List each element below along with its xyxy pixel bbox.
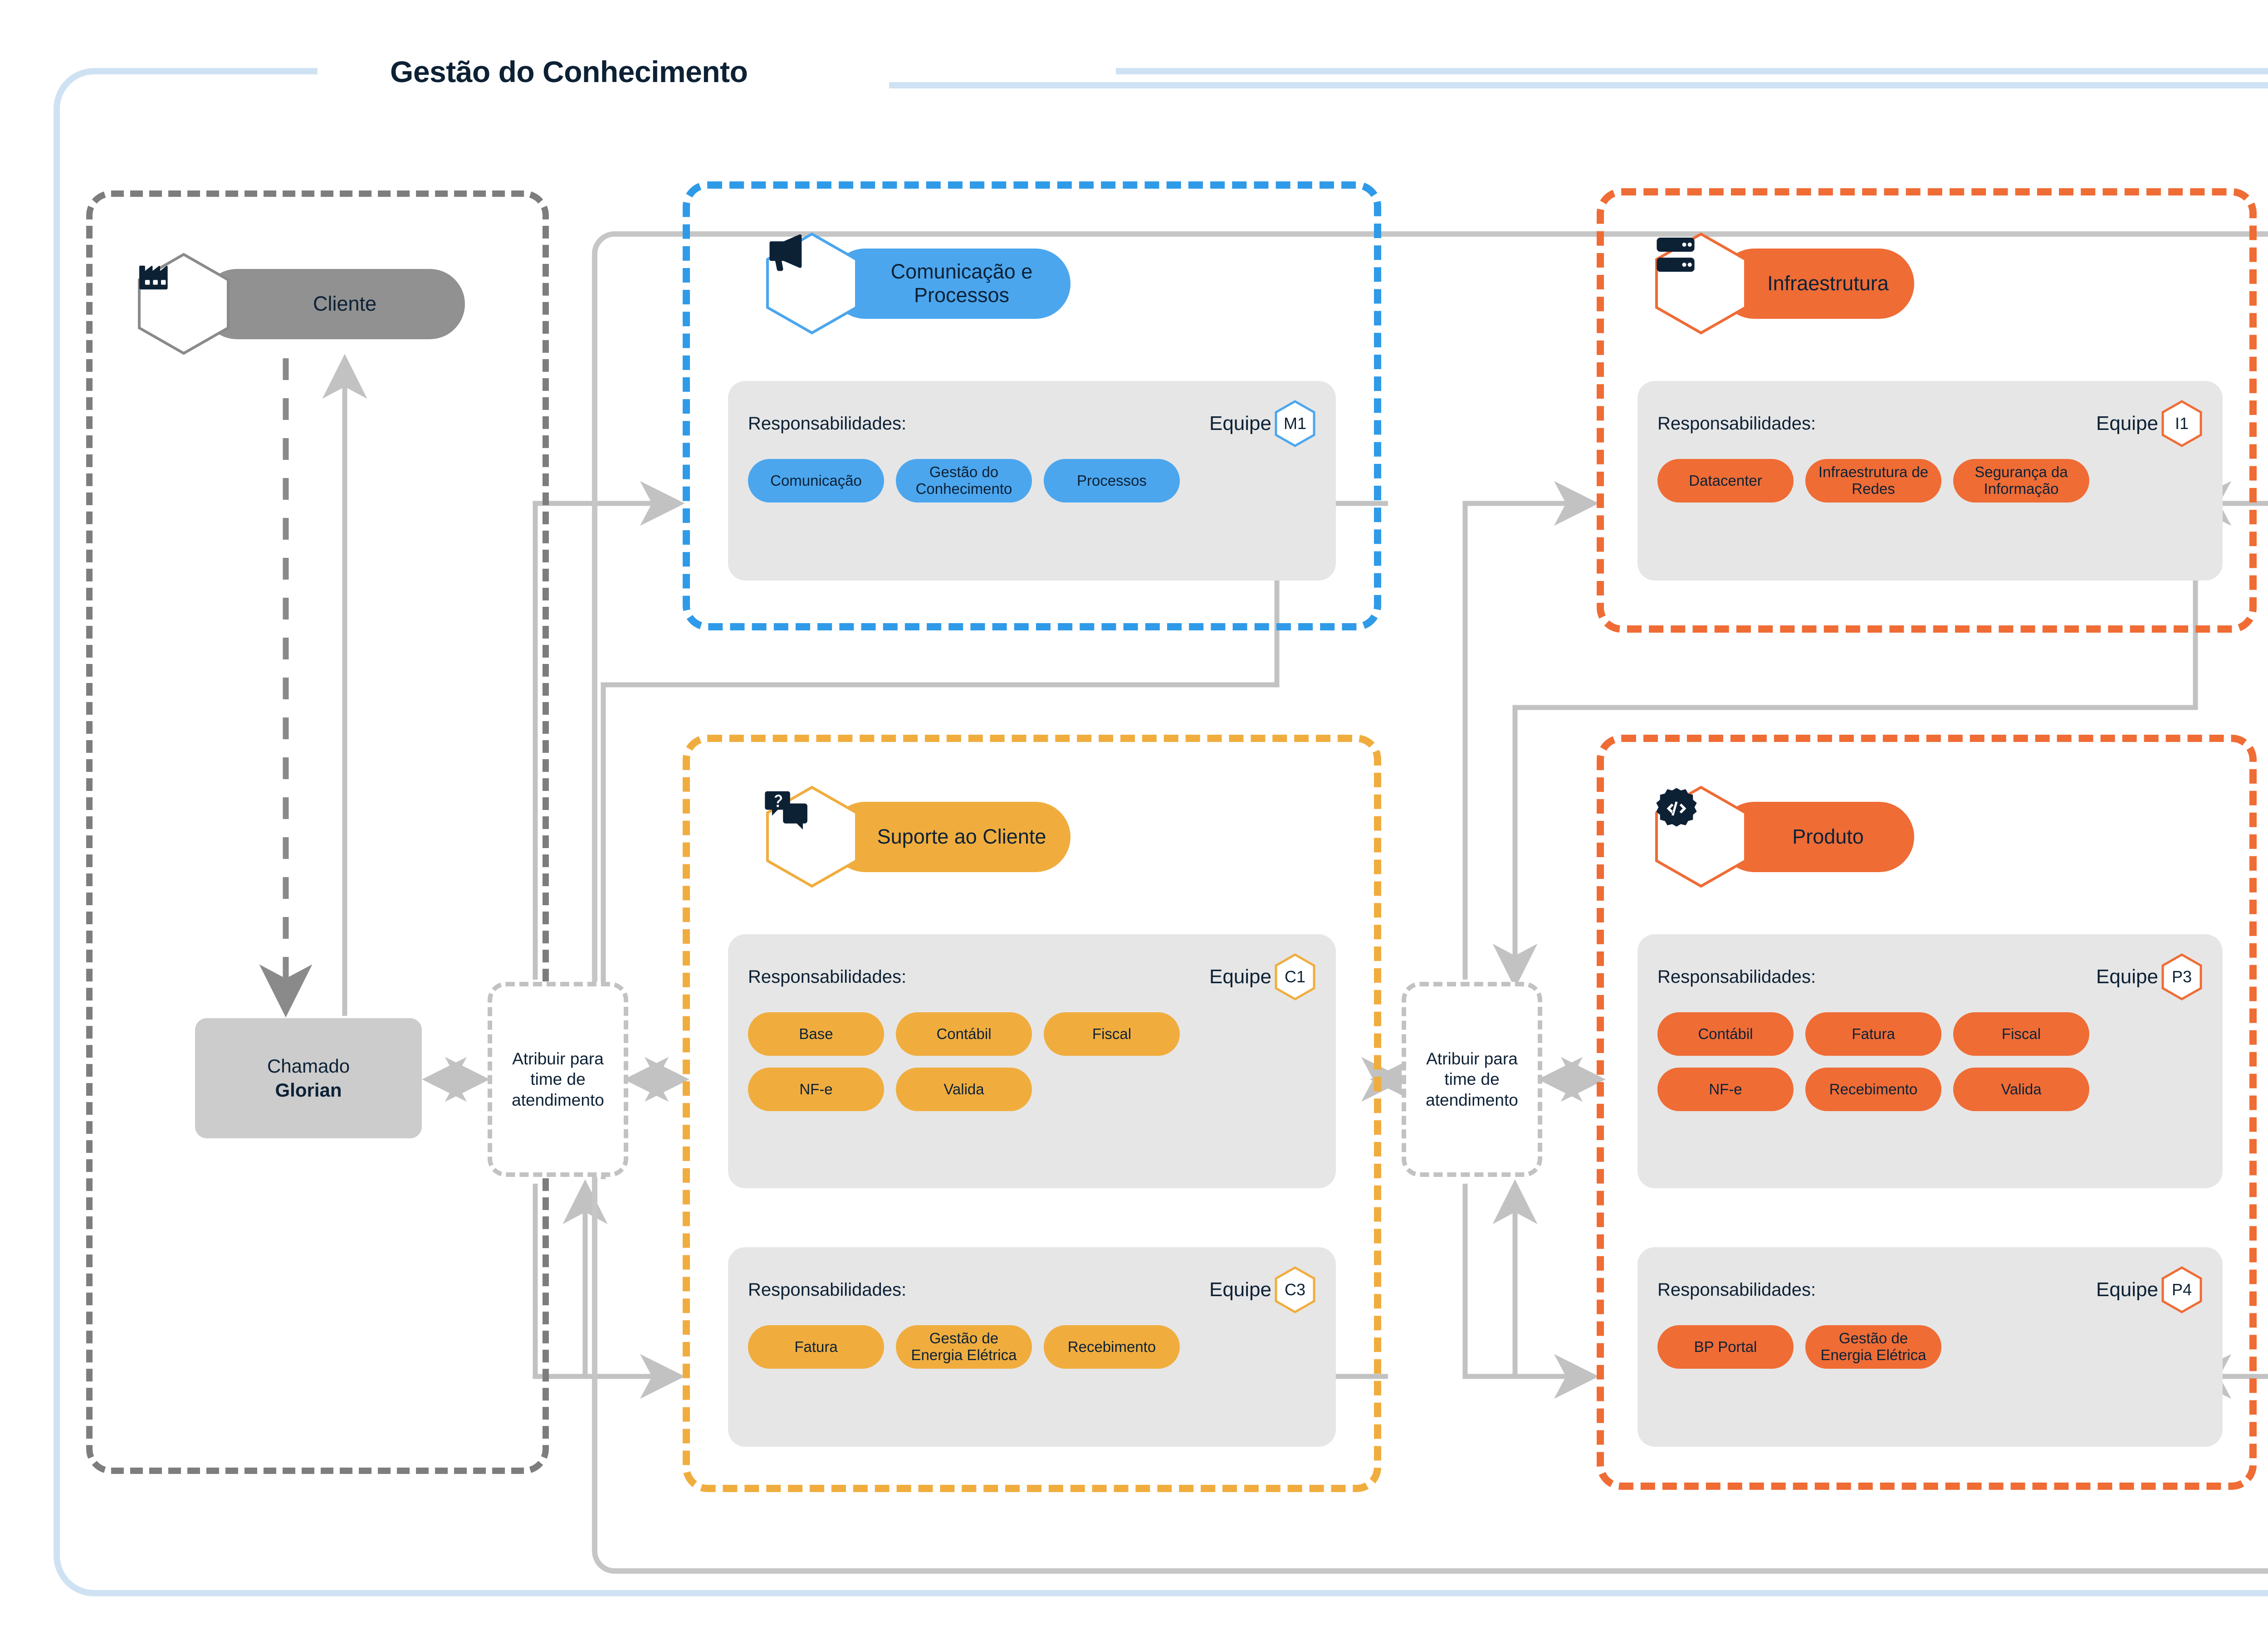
section-title-comunicacao: Comunicação e Processos: [830, 248, 1070, 319]
responsibilities-label: Responsabilidades:: [748, 413, 907, 434]
team-code-hexagon: I1: [2161, 400, 2203, 447]
responsibility-chip[interactable]: Fiscal: [1953, 1012, 2089, 1056]
responsibility-chip[interactable]: NF-e: [748, 1068, 884, 1111]
area-frame-suporte: [683, 735, 1381, 1492]
responsibility-chip[interactable]: Gestão do Conhecimento: [896, 459, 1032, 502]
responsibility-chip-list: Datacenter Infraestrutura de Redes Seguran…: [1657, 459, 2203, 502]
team-code: M1: [1283, 414, 1306, 433]
equipe-label: Equipe: [1209, 966, 1271, 988]
assign-node-1-label: Atribuir para time de atendimento: [512, 1049, 604, 1109]
team-code-hexagon: P4: [2161, 1266, 2203, 1313]
responsibility-chip-list: Comunicação Gestão do Conhecimento Process…: [748, 459, 1316, 502]
responsibility-chip[interactable]: Comunicação: [748, 459, 884, 502]
ticket-box[interactable]: Chamado Glorian: [195, 1018, 422, 1138]
team-code: P4: [2171, 1280, 2192, 1299]
responsibility-chip[interactable]: Infraestrutura de Redes: [1805, 459, 1941, 502]
section-title-produto: Produto: [1719, 801, 1914, 872]
responsibility-chip[interactable]: Contábil: [1657, 1012, 1794, 1056]
section-header-comunicacao[interactable]: Comunicação e Processos: [762, 232, 1070, 335]
section-title-infraestrutura: Infraestrutura: [1719, 248, 1914, 319]
responsibility-chip[interactable]: Fiscal: [1044, 1012, 1180, 1056]
team-badge-p3: Equipe P3: [2096, 953, 2203, 1000]
section-header-infraestrutura[interactable]: Infraestrutura: [1651, 232, 1914, 335]
responsibility-chip[interactable]: Gestão de Energia Elétrica: [896, 1325, 1032, 1369]
team-badge-m1: Equipe M1: [1209, 400, 1316, 447]
responsibility-chip[interactable]: Datacenter: [1657, 459, 1794, 502]
responsibility-chip[interactable]: Processos: [1044, 459, 1180, 502]
equipe-label: Equipe: [2096, 1278, 2158, 1301]
assign-node-2-label: Atribuir para time de atendimento: [1426, 1049, 1518, 1109]
assign-node-2[interactable]: Atribuir para time de atendimento: [1402, 982, 1542, 1177]
responsibilities-label: Responsabilidades:: [1657, 1279, 1816, 1300]
responsibility-chip[interactable]: Contábil: [896, 1012, 1032, 1056]
team-code-hexagon: P3: [2161, 953, 2203, 1000]
responsibilities-label: Responsabilidades:: [748, 966, 907, 987]
team-badge-c3: Equipe C3: [1209, 1266, 1316, 1313]
responsibility-chip[interactable]: Valida: [1953, 1068, 2089, 1111]
knowledge-arrow-line: [889, 82, 2268, 88]
area-frame-comunicacao: [683, 181, 1381, 630]
assign-node-1[interactable]: Atribuir para time de atendimento: [488, 982, 628, 1177]
team-code: P3: [2171, 967, 2192, 986]
factory-icon: [134, 252, 234, 356]
responsibility-chip[interactable]: BP Portal: [1657, 1325, 1794, 1369]
teams-frame: [592, 231, 2268, 1574]
team-code: C1: [1284, 967, 1306, 986]
team-code: I1: [2175, 414, 2189, 433]
responsibility-chip[interactable]: Fatura: [1805, 1012, 1941, 1056]
responsibility-chip[interactable]: Gestão de Energia Elétrica: [1805, 1325, 1941, 1369]
code-gear-icon: [1651, 785, 1751, 889]
section-title-suporte: Suporte ao Cliente: [830, 801, 1070, 872]
section-header-produto[interactable]: Produto: [1651, 785, 1914, 888]
server-icon: [1651, 231, 1751, 336]
megaphone-icon: [762, 231, 862, 336]
equipe-label: Equipe: [2096, 966, 2158, 988]
node-cliente-label: Cliente: [202, 268, 465, 339]
team-code-hexagon: C3: [1274, 1266, 1316, 1313]
question-chat-icon: [762, 785, 862, 889]
team-code-hexagon: C1: [1274, 953, 1316, 1000]
area-frame-infraestrutura: [1597, 188, 2257, 633]
responsibility-chip[interactable]: Valida: [896, 1068, 1032, 1111]
team-code: C3: [1284, 1280, 1306, 1299]
section-header-suporte[interactable]: Suporte ao Cliente: [762, 785, 1070, 888]
responsibility-chip[interactable]: Segurança da Informação: [1953, 459, 2089, 502]
area-frame-produto: [1597, 735, 2257, 1490]
team-badge-p4: Equipe P4: [2096, 1266, 2203, 1313]
team-badge-i1: Equipe I1: [2096, 400, 2203, 447]
team-code-hexagon: M1: [1274, 400, 1316, 447]
ticket-name: Glorian: [275, 1079, 342, 1101]
ticket-prefix: Chamado: [267, 1055, 350, 1077]
responsibilities-label: Responsabilidades:: [748, 1279, 907, 1300]
equipe-label: Equipe: [1209, 1278, 1271, 1301]
responsibility-chip[interactable]: Fatura: [748, 1325, 884, 1369]
responsibility-chip[interactable]: Recebimento: [1805, 1068, 1941, 1111]
responsibilities-label: Responsabilidades:: [1657, 966, 1816, 987]
responsibility-chip[interactable]: Recebimento: [1044, 1325, 1180, 1369]
knowledge-management-title: Gestão do Conhecimento: [390, 54, 748, 88]
team-badge-c1: Equipe C1: [1209, 953, 1316, 1000]
responsibility-chip[interactable]: Base: [748, 1012, 884, 1056]
area-frame-cliente: [86, 190, 549, 1474]
responsibility-chip-list: Fatura Gestão de Energia Elétrica Recebime…: [748, 1325, 1316, 1369]
equipe-label: Equipe: [2096, 412, 2158, 434]
equipe-label: Equipe: [1209, 412, 1271, 434]
responsibilities-label: Responsabilidades:: [1657, 413, 1816, 434]
responsibility-chip[interactable]: NF-e: [1657, 1068, 1794, 1111]
node-cliente[interactable]: Cliente: [134, 253, 465, 355]
